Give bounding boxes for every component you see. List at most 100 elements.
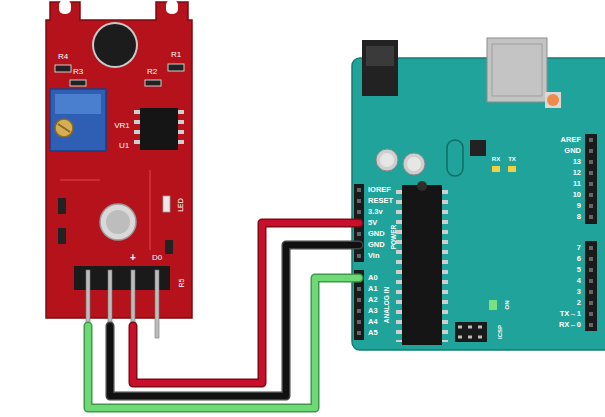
usb-port-inner	[492, 44, 542, 96]
chip-pins	[442, 190, 448, 342]
pin-label: 13	[573, 158, 581, 166]
icsp-header	[455, 322, 487, 342]
power-led	[489, 300, 497, 310]
crystal	[447, 140, 463, 176]
pin-label: 12	[573, 169, 581, 177]
pin-label: A0	[368, 274, 378, 282]
microphone	[94, 24, 136, 66]
usb-port	[487, 38, 547, 102]
pin-label: AREF	[561, 136, 581, 144]
capacitor	[376, 149, 398, 171]
pin-label: 9	[577, 202, 581, 210]
pin-label: A5	[368, 329, 378, 337]
header-holes	[589, 246, 593, 328]
pin-label: A1	[368, 285, 378, 293]
component-label: R3	[73, 68, 83, 76]
header-label: ICSP	[497, 325, 503, 339]
pin-label: IOREF	[368, 186, 391, 194]
pin-label: 3.3v	[368, 208, 383, 216]
pin-label: A4	[368, 318, 378, 326]
digital-header	[585, 241, 597, 331]
power-jack	[362, 40, 398, 96]
header-pin	[155, 270, 159, 338]
pin-label: D0	[152, 254, 162, 262]
power-jack-socket	[366, 46, 394, 66]
pin-label: A3	[368, 307, 378, 315]
resistor-symbol	[70, 80, 86, 86]
component-label: U1	[119, 142, 129, 150]
component-label: R2	[147, 68, 157, 76]
pin-label: +	[130, 253, 136, 263]
resistor-symbol	[58, 198, 66, 214]
pin-label: RX←0	[559, 321, 581, 329]
component-label: VR1	[114, 122, 130, 130]
tx-led	[508, 166, 516, 172]
pin-label: GND	[368, 230, 385, 238]
resistor-symbol	[55, 65, 71, 72]
led-symbol	[163, 196, 170, 212]
chip-pins	[134, 110, 140, 150]
section-label: ANALOG IN	[384, 287, 391, 323]
pin-label: 8	[577, 213, 581, 221]
led-label: TX	[508, 156, 516, 162]
wire-outline	[133, 223, 359, 383]
component-label: R5	[178, 279, 185, 288]
potentiometer	[50, 89, 106, 151]
component-label: R1	[171, 51, 181, 59]
capacitor-top	[407, 157, 421, 171]
microphone-rim	[92, 22, 138, 68]
pin-label: 2	[577, 299, 581, 307]
usb-chip	[470, 140, 486, 156]
potentiometer-top	[55, 94, 101, 114]
header-holes	[589, 138, 593, 220]
pin-label: Vin	[368, 252, 380, 260]
mounting-hole-inner	[106, 210, 130, 234]
component-label: LED	[177, 198, 184, 212]
ground-wire	[110, 245, 359, 396]
arduino-board	[352, 38, 605, 350]
sound-sensor-module	[46, 0, 192, 338]
chip-pins	[178, 110, 184, 150]
reset-button	[547, 94, 559, 106]
resistor-symbol	[168, 64, 184, 71]
pcb-trace	[149, 170, 151, 250]
pin-label: 11	[573, 180, 581, 188]
arduino-pcb	[352, 58, 605, 350]
pin-label: 10	[573, 191, 581, 199]
resistor-symbol	[145, 80, 161, 86]
pin-label: 6	[577, 255, 581, 263]
wire-outline	[110, 245, 359, 396]
pcb-trace	[60, 179, 100, 181]
section-label: POWER	[391, 225, 398, 250]
sensor-pcb	[46, 2, 192, 318]
potentiometer-screw	[55, 119, 73, 137]
pcb-slot	[59, 0, 71, 14]
chip-notch	[417, 181, 427, 191]
icsp-pins	[458, 326, 486, 329]
pin-label: A2	[368, 296, 378, 304]
resistor-symbol	[58, 228, 66, 244]
icsp-pins	[458, 336, 486, 339]
led-label: ON	[504, 301, 510, 310]
component-label: R4	[58, 53, 68, 61]
power-wire	[133, 223, 359, 383]
pin-label: 5	[577, 266, 581, 274]
screw-slot	[58, 124, 70, 132]
resistor-symbol	[165, 240, 173, 254]
pcb-slot	[166, 0, 178, 14]
pin-label: 4	[577, 277, 581, 285]
pin-label: 7	[577, 244, 581, 252]
reset-button-base	[545, 92, 561, 108]
capacitor	[403, 153, 425, 175]
capacitor-top	[380, 153, 394, 167]
led-label: RX	[492, 156, 500, 162]
comparator-chip	[140, 108, 178, 150]
pin-label: RESET	[368, 197, 393, 205]
chip-pins	[396, 190, 402, 342]
header-holes	[357, 276, 361, 337]
pin-label: 3	[577, 288, 581, 296]
pin-label: GND	[368, 241, 385, 249]
